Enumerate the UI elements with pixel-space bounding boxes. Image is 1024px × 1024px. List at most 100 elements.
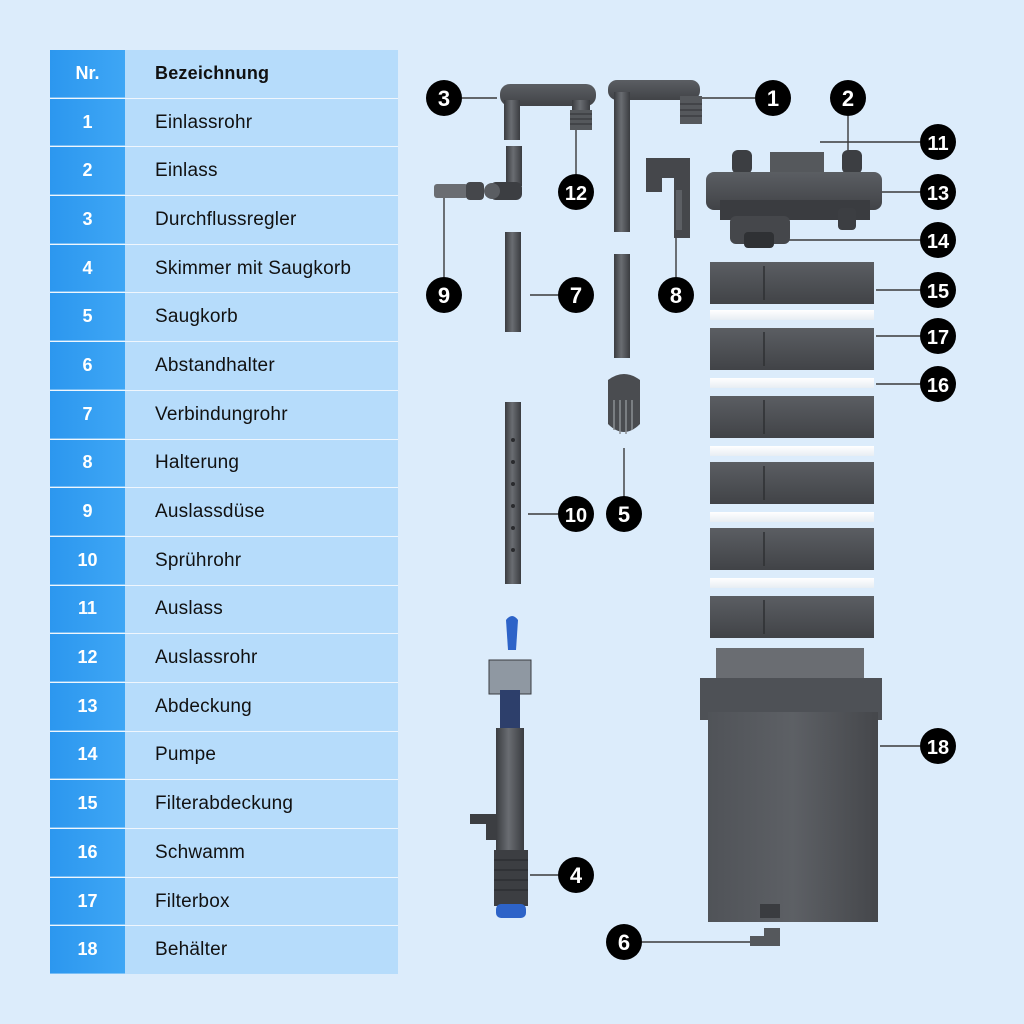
callout-13: 13 bbox=[920, 174, 956, 210]
callout-14: 14 bbox=[920, 222, 956, 258]
callout-5: 5 bbox=[606, 496, 642, 532]
table-header: Nr. Bezeichnung bbox=[50, 50, 398, 99]
row-name: Schwamm bbox=[125, 829, 398, 877]
part-container bbox=[700, 648, 882, 922]
callout-3: 3 bbox=[426, 80, 462, 116]
row-name: Behälter bbox=[125, 926, 398, 975]
svg-text:18: 18 bbox=[927, 737, 949, 759]
svg-text:17: 17 bbox=[927, 327, 949, 349]
row-number: 10 bbox=[50, 536, 125, 585]
row-name: Saugkorb bbox=[125, 293, 398, 342]
svg-text:12: 12 bbox=[565, 183, 587, 205]
row-number: 6 bbox=[50, 342, 125, 390]
row-number: 9 bbox=[50, 488, 125, 536]
row-number: 12 bbox=[50, 634, 125, 682]
row-number: 1 bbox=[50, 98, 125, 147]
row-number: 14 bbox=[50, 731, 125, 780]
row-name: Halterung bbox=[125, 439, 398, 488]
row-number: 16 bbox=[50, 829, 125, 877]
row-number: 17 bbox=[50, 877, 125, 926]
svg-text:14: 14 bbox=[927, 231, 950, 253]
part-outlet-nozzle bbox=[434, 182, 484, 200]
part-spray-bar bbox=[505, 402, 521, 584]
svg-text:15: 15 bbox=[927, 281, 949, 303]
row-name: Auslass bbox=[125, 585, 398, 634]
svg-text:6: 6 bbox=[618, 930, 630, 955]
svg-text:10: 10 bbox=[565, 505, 587, 527]
row-name: Sprührohr bbox=[125, 536, 398, 585]
svg-text:13: 13 bbox=[927, 183, 949, 205]
svg-text:5: 5 bbox=[618, 502, 630, 527]
callout-10: 10 bbox=[558, 496, 594, 532]
row-number: 3 bbox=[50, 196, 125, 244]
row-name: Auslassrohr bbox=[125, 634, 398, 682]
row-number: 11 bbox=[50, 585, 125, 634]
row-name: Filterbox bbox=[125, 877, 398, 926]
callout-7: 7 bbox=[558, 277, 594, 313]
row-name: Auslassdüse bbox=[125, 488, 398, 536]
svg-text:7: 7 bbox=[570, 283, 582, 308]
callout-1: 1 bbox=[755, 80, 791, 116]
callout-6: 6 bbox=[606, 924, 642, 960]
callout-15: 15 bbox=[920, 272, 956, 308]
callout-17: 17 bbox=[920, 318, 956, 354]
callout-18: 18 bbox=[920, 728, 956, 764]
part-pump-head bbox=[706, 150, 882, 248]
row-number: 15 bbox=[50, 780, 125, 828]
svg-text:1: 1 bbox=[767, 86, 779, 111]
row-name: Pumpe bbox=[125, 731, 398, 780]
row-name: Durchflussregler bbox=[125, 196, 398, 244]
row-name: Skimmer mit Saugkorb bbox=[125, 244, 398, 293]
row-number: 2 bbox=[50, 147, 125, 196]
row-number: 18 bbox=[50, 926, 125, 975]
row-name: Einlass bbox=[125, 147, 398, 196]
row-number: 8 bbox=[50, 439, 125, 488]
row-number: 7 bbox=[50, 390, 125, 439]
row-name: Verbindungrohr bbox=[125, 390, 398, 439]
row-number: 4 bbox=[50, 244, 125, 293]
part-inlet-pipe bbox=[608, 80, 702, 232]
svg-text:16: 16 bbox=[927, 375, 949, 397]
part-inlet-pipe-segment bbox=[614, 254, 630, 358]
callout-11: 11 bbox=[920, 124, 956, 160]
svg-text:9: 9 bbox=[438, 283, 450, 308]
svg-text:8: 8 bbox=[670, 283, 682, 308]
part-holder bbox=[646, 158, 690, 238]
callout-8: 8 bbox=[658, 277, 694, 313]
part-outlet-pipe bbox=[484, 146, 522, 200]
part-spacer bbox=[750, 928, 780, 946]
row-name: Einlassrohr bbox=[125, 98, 398, 147]
svg-text:3: 3 bbox=[438, 86, 450, 111]
part-connection-pipe bbox=[505, 232, 521, 332]
row-name: Abstandhalter bbox=[125, 342, 398, 390]
svg-text:11: 11 bbox=[927, 133, 948, 155]
row-number: 13 bbox=[50, 682, 125, 731]
svg-text:2: 2 bbox=[842, 86, 854, 111]
callout-9: 9 bbox=[426, 277, 462, 313]
callout-4: 4 bbox=[558, 857, 594, 893]
header-number: Nr. bbox=[50, 50, 125, 98]
callout-16: 16 bbox=[920, 366, 956, 402]
filter-stack bbox=[710, 262, 874, 638]
callout-2: 2 bbox=[830, 80, 866, 116]
row-name: Filterabdeckung bbox=[125, 780, 398, 828]
